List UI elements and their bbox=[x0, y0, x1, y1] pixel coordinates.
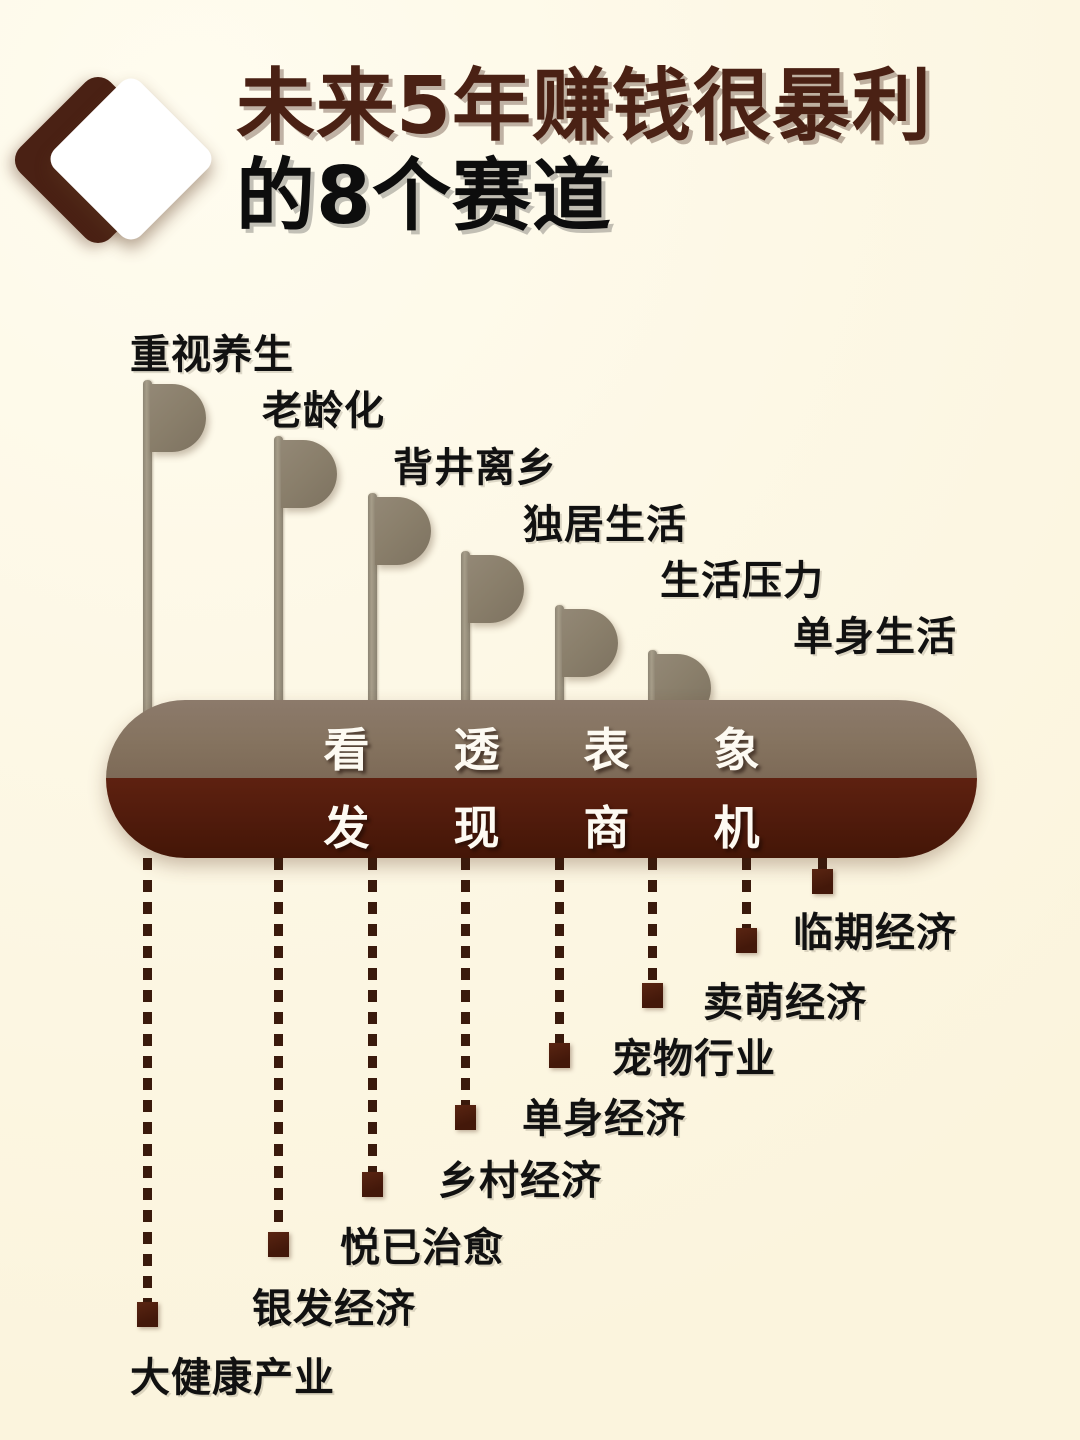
dashed-connector bbox=[362, 858, 383, 1197]
flag-banner-icon bbox=[281, 440, 337, 508]
endpoint-square-icon bbox=[362, 1172, 383, 1197]
flag-pole bbox=[143, 380, 152, 714]
dashed-line bbox=[742, 858, 751, 928]
dashed-line bbox=[143, 858, 152, 1302]
flag-pole bbox=[368, 493, 377, 714]
endpoint-square-icon bbox=[736, 928, 757, 953]
drop-label: 银发经济 bbox=[252, 1286, 416, 1332]
capsule-bottom-half bbox=[106, 778, 977, 858]
flag-label: 重视养生 bbox=[130, 332, 294, 378]
dashed-line bbox=[368, 858, 377, 1172]
dashed-line bbox=[818, 858, 827, 869]
dashed-connector bbox=[812, 858, 833, 894]
dashed-connector bbox=[268, 858, 289, 1257]
endpoint-square-icon bbox=[549, 1043, 570, 1068]
capsule-top-text: 看 透 表 象 bbox=[323, 723, 794, 777]
endpoint-square-icon bbox=[137, 1302, 158, 1327]
flag-banner-icon bbox=[468, 555, 524, 623]
dashed-line bbox=[648, 858, 657, 983]
capsule-bottom-text: 发 现 商 机 bbox=[323, 801, 794, 855]
dashed-connector bbox=[455, 858, 476, 1130]
endpoint-square-icon bbox=[812, 869, 833, 894]
flag-banner-icon bbox=[150, 384, 206, 452]
dashed-connector bbox=[137, 858, 158, 1327]
title-line-1: 未来5年赚钱很暴利 bbox=[236, 60, 932, 152]
flag-banner-icon bbox=[562, 609, 618, 677]
endpoint-square-icon bbox=[455, 1105, 476, 1130]
drop-label: 宠物行业 bbox=[612, 1036, 776, 1082]
drop-label: 乡村经济 bbox=[438, 1158, 602, 1204]
flag-label: 老龄化 bbox=[262, 388, 385, 434]
capsule-top-half bbox=[106, 700, 977, 778]
flag-pole bbox=[555, 605, 564, 714]
flag-banner-icon bbox=[375, 497, 431, 565]
dashed-connector bbox=[549, 858, 570, 1068]
flag-pole bbox=[648, 650, 657, 714]
title-line-2: 的8个赛道 bbox=[236, 150, 612, 242]
dashed-line bbox=[274, 858, 283, 1232]
dashed-connector bbox=[642, 858, 663, 1008]
flag-label: 背井离乡 bbox=[393, 445, 557, 491]
flag-label: 独居生活 bbox=[523, 502, 687, 548]
center-capsule-bar: 看 透 表 象 发 现 商 机 bbox=[106, 700, 977, 858]
chevron-diamond-logo-icon bbox=[7, 69, 218, 253]
endpoint-square-icon bbox=[642, 983, 663, 1008]
flag-label: 生活压力 bbox=[660, 558, 824, 604]
drop-label: 临期经济 bbox=[793, 910, 957, 956]
drop-label: 大健康产业 bbox=[130, 1355, 335, 1401]
dashed-line bbox=[461, 858, 470, 1105]
dashed-line bbox=[555, 858, 564, 1043]
flag-pole bbox=[461, 551, 470, 714]
page-title: 未来5年赚钱很暴利 的8个赛道 bbox=[236, 62, 1036, 242]
drop-label: 悦已治愈 bbox=[340, 1225, 504, 1271]
drop-label: 卖萌经济 bbox=[703, 980, 867, 1026]
endpoint-square-icon bbox=[268, 1232, 289, 1257]
drop-label: 单身经济 bbox=[522, 1096, 686, 1142]
flag-pole bbox=[274, 436, 283, 714]
dashed-connector bbox=[736, 858, 757, 953]
flag-label: 单身生活 bbox=[793, 614, 957, 660]
